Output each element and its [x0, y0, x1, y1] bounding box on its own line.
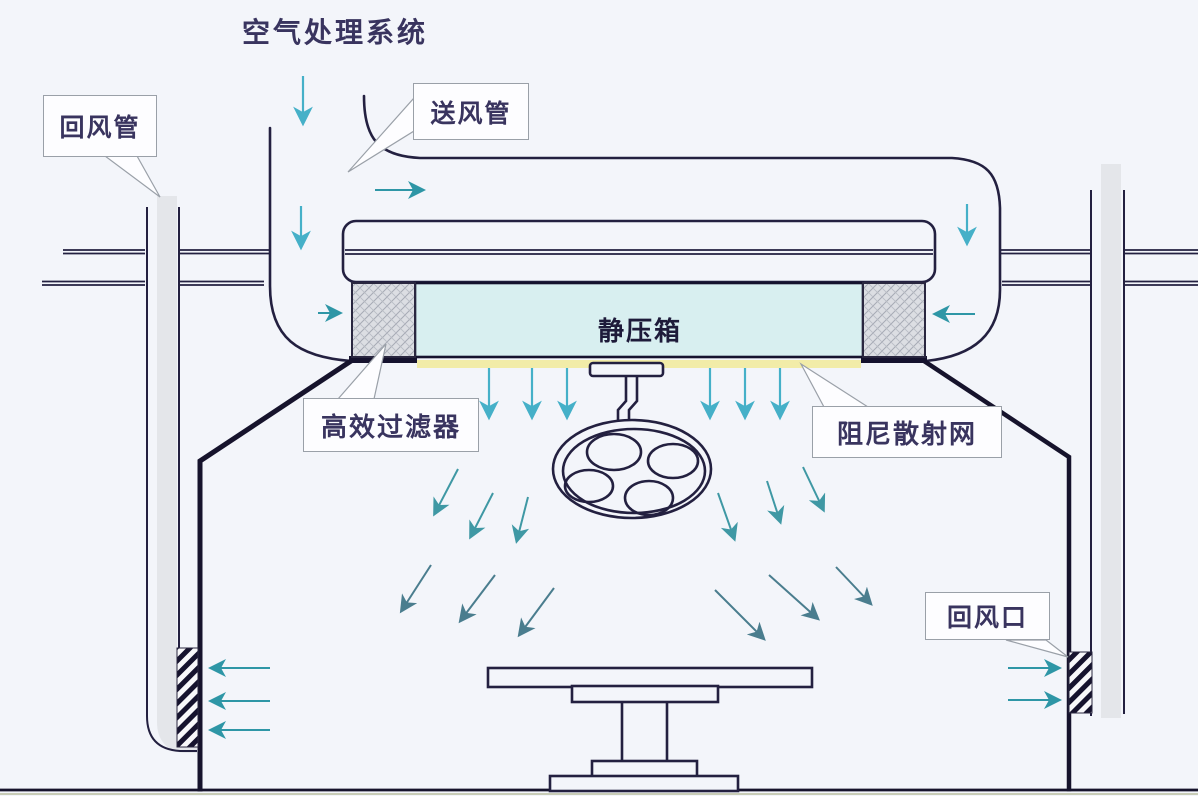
return-grille-left	[176, 647, 199, 748]
callout-supply-duct	[347, 96, 415, 173]
return-grille-right	[1068, 651, 1093, 714]
filter-base-right	[861, 356, 927, 363]
callout-damping-net	[799, 362, 871, 408]
airflow-arrows-room-lower	[399, 564, 873, 641]
label-hepa-filter: 高效过滤器	[303, 398, 479, 452]
ahu-box	[341, 219, 937, 284]
callout-return-duct	[103, 155, 161, 198]
hepa-filter-left	[351, 282, 416, 358]
airflow-arrows-plenum-down	[479, 368, 790, 421]
airflow-arrows-return	[208, 659, 1062, 739]
label-damping-diffuser-net: 阻尼散射网	[812, 406, 1002, 458]
operating-table	[486, 666, 814, 793]
label-return-air-duct: 回风管	[43, 95, 157, 157]
airflow-arrows-room-upper	[433, 466, 826, 544]
callout-return-outlet	[1005, 639, 1069, 658]
slab-lines-right	[1000, 249, 1198, 286]
label-return-air-outlet: 回风口	[925, 592, 1050, 640]
diagram-title: 空气处理系统	[241, 17, 428, 48]
label-supply-air-duct: 送风管	[413, 83, 529, 140]
hepa-filter-right	[862, 282, 926, 358]
label-static-pressure-box: 静压箱	[597, 315, 682, 346]
slab-lines-left	[42, 249, 270, 286]
lamp-stem	[627, 375, 639, 422]
return-pipe-right	[1090, 164, 1125, 718]
lamp-stem	[616, 375, 628, 422]
airflow-arrows-supply	[291, 76, 977, 323]
lamp-bulb	[563, 468, 615, 504]
lamp-mount	[588, 361, 665, 378]
lamp-bulb	[623, 479, 675, 517]
surgical-lamp	[551, 361, 713, 520]
lamp-bulb	[585, 432, 643, 472]
lamp-bulb	[646, 442, 700, 480]
